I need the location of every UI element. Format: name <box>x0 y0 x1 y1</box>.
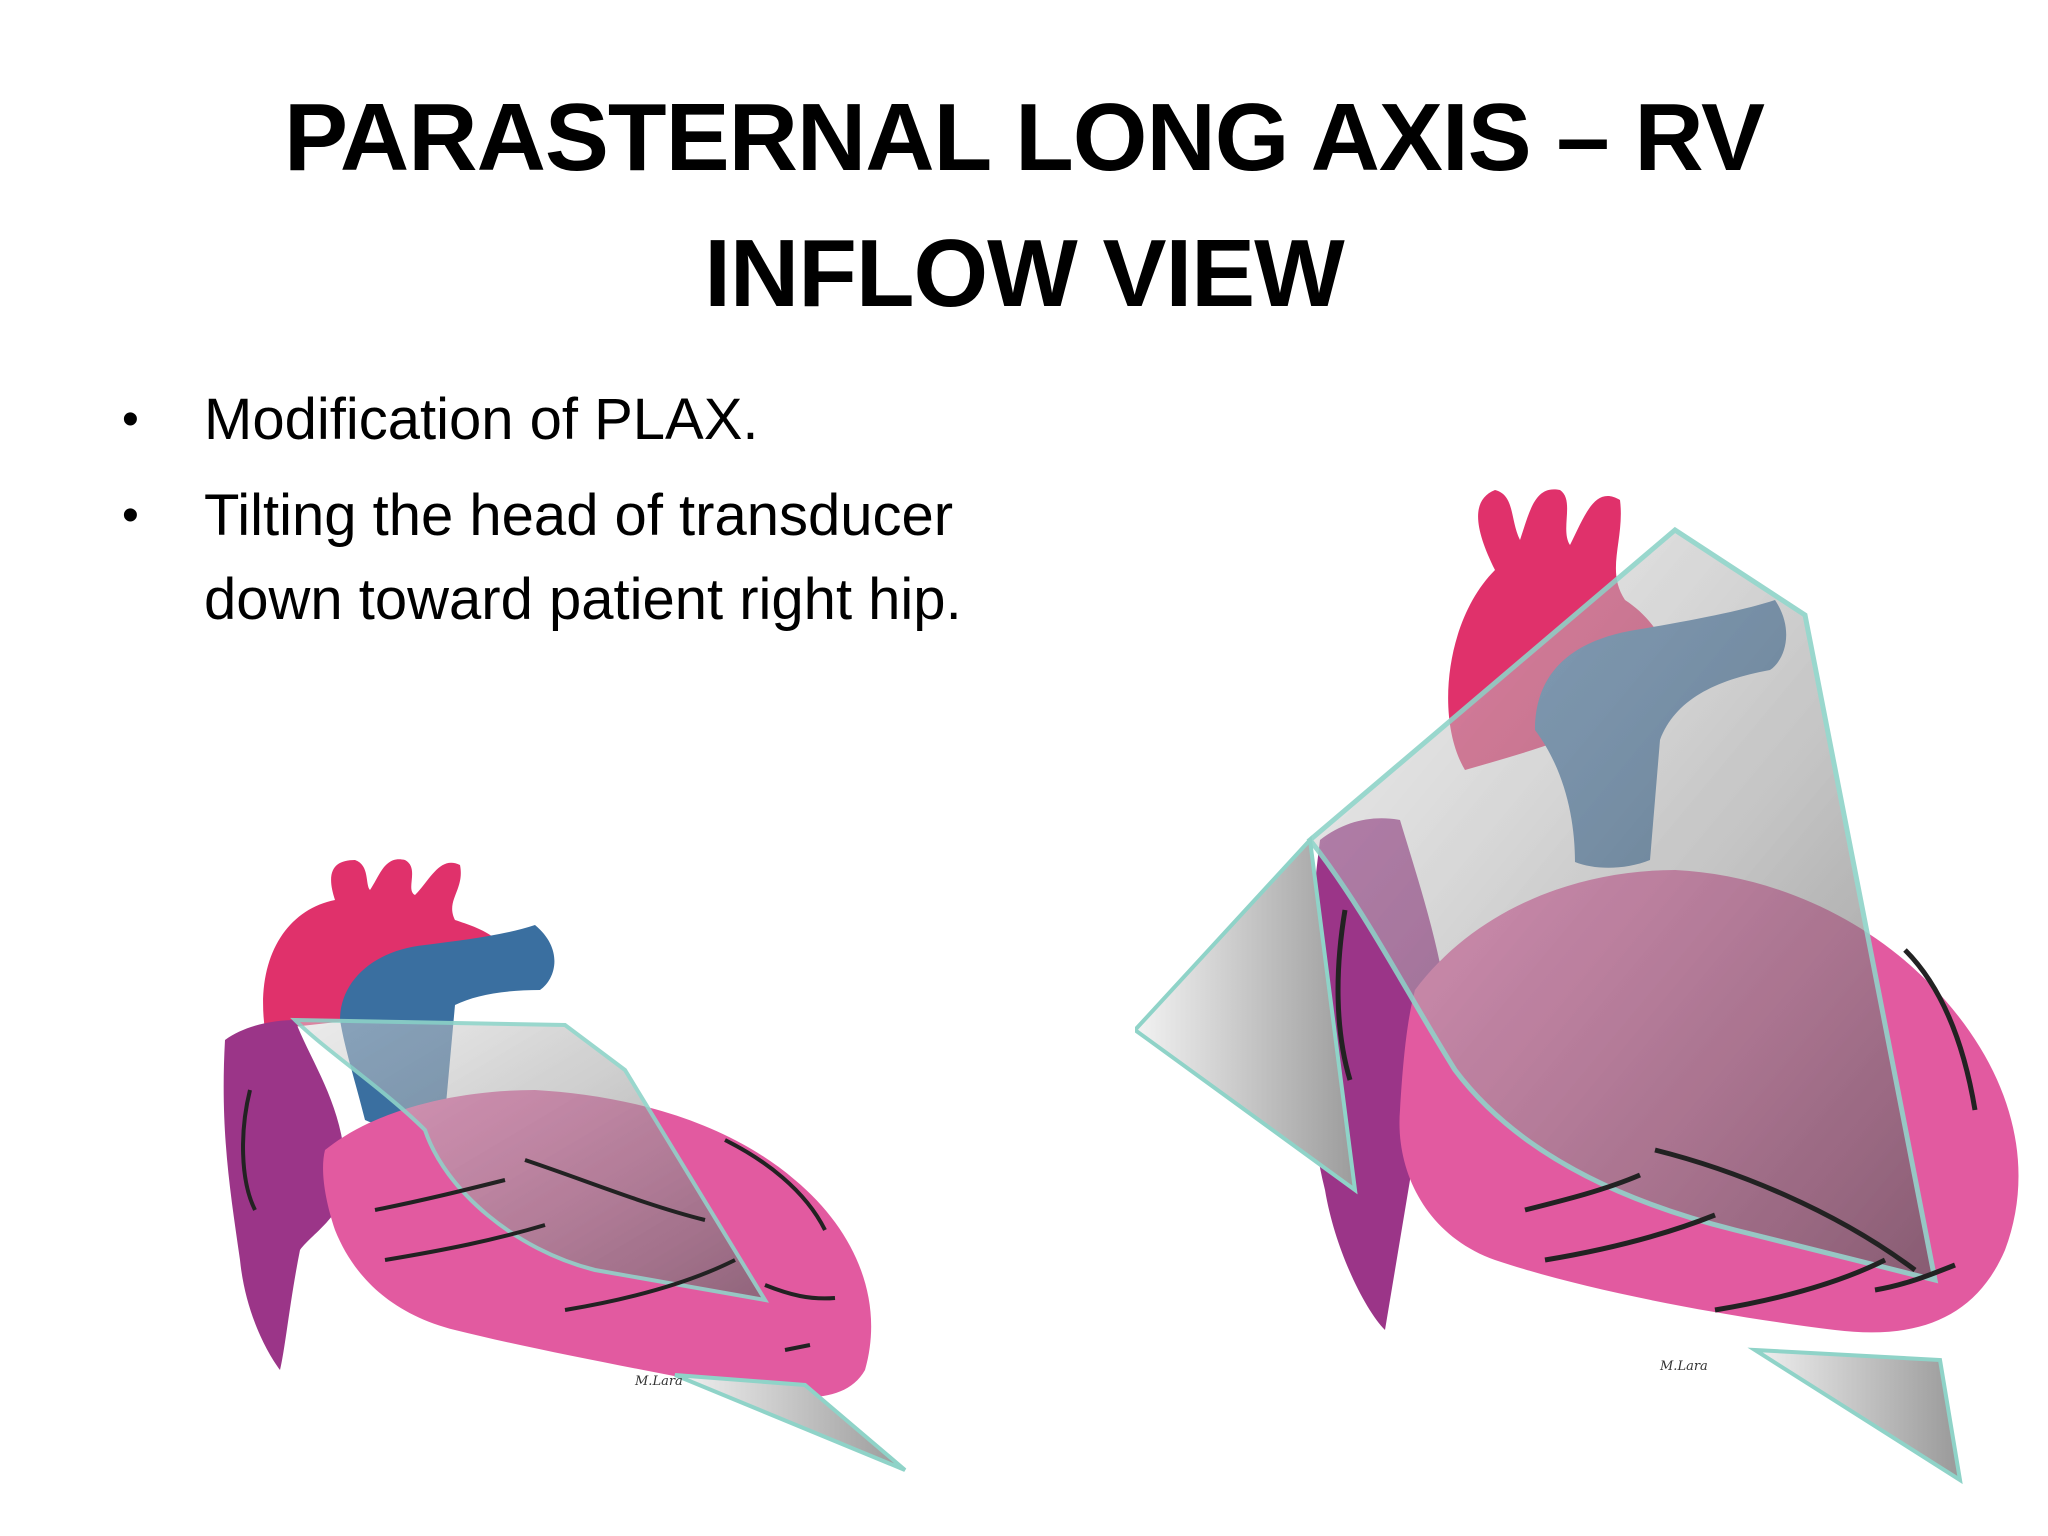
plane-tail <box>1747 1347 1963 1485</box>
bullet-item: • Tilting the head of transducer down to… <box>120 474 980 642</box>
artist-signature: M.Lara <box>634 1374 683 1389</box>
heart-illustration-plax: M.Lara <box>223 859 907 1472</box>
title-line-1: PARASTERNAL LONG AXIS – RV <box>284 84 1765 191</box>
slide-title: PARASTERNAL LONG AXIS – RV INFLOW VIEW <box>0 70 2048 342</box>
artist-signature: M.Lara <box>1659 1359 1708 1374</box>
title-line-2: INFLOW VIEW <box>704 220 1345 327</box>
atrium-stroke <box>241 1089 257 1211</box>
plane-wing <box>1135 835 1358 1195</box>
bullet-dot-icon: • <box>122 489 139 542</box>
imaging-plane <box>1306 526 1939 1284</box>
bullet-item: • Modification of PLAX. <box>120 378 980 462</box>
heart-illustration-rv-inflow: M.Lara <box>1135 489 2019 1485</box>
bullet-text: Tilting the head of transducer down towa… <box>204 483 962 632</box>
bullet-text: Modification of PLAX. <box>204 387 759 452</box>
right-atrium-shape <box>223 1020 347 1370</box>
plane-tail <box>674 1373 907 1472</box>
bullet-dot-icon: • <box>122 393 139 446</box>
atrium-stroke <box>1335 909 1353 1081</box>
bullet-list: • Modification of PLAX. • Tilting the he… <box>120 378 980 654</box>
